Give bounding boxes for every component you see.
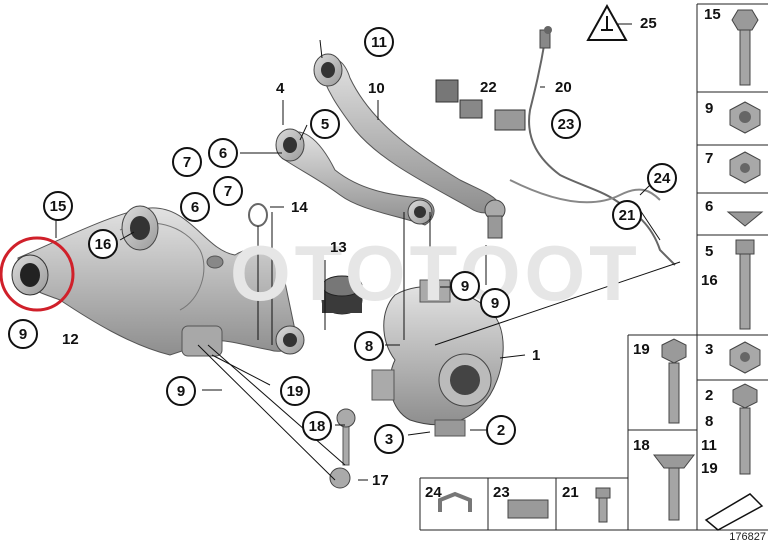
leader-lines <box>55 23 681 481</box>
callout-7b[interactable]: 7 <box>213 176 243 206</box>
callout-7a[interactable]: 7 <box>172 147 202 177</box>
label-25: 25 <box>640 15 657 32</box>
callout-3[interactable]: 3 <box>374 424 404 454</box>
callout-6a[interactable]: 6 <box>208 138 238 168</box>
snap-ring <box>248 203 268 227</box>
panel-label-19-top: 19 <box>633 341 650 358</box>
highlight-ring <box>0 236 75 312</box>
watermark: OTOTOOT <box>230 229 641 317</box>
label-14: 14 <box>291 199 308 216</box>
panel-label-6: 6 <box>705 198 714 215</box>
bottom-panel-glyphs <box>438 487 611 523</box>
callout-15[interactable]: 15 <box>43 191 73 221</box>
hardware-glyphs <box>652 9 764 531</box>
bottom-label-24: 24 <box>425 484 442 501</box>
label-12: 12 <box>62 331 79 348</box>
callout-9-link[interactable]: 9 <box>480 288 510 318</box>
camber-link <box>313 53 506 239</box>
panel-label-5: 5 <box>705 243 714 260</box>
callout-21[interactable]: 21 <box>612 200 642 230</box>
label-4: 4 <box>276 80 285 97</box>
bottom-label-23: 23 <box>493 484 510 501</box>
lower-control-arm <box>17 205 305 357</box>
panel-label-7: 7 <box>705 150 714 167</box>
wheel-carrier <box>371 279 504 437</box>
panel-label-9: 9 <box>705 100 714 117</box>
warning-triangle-icon <box>586 3 628 41</box>
callout-9-carrier[interactable]: 9 <box>450 271 480 301</box>
bottom-label-21: 21 <box>562 484 579 501</box>
callout-18[interactable]: 18 <box>302 411 332 441</box>
reference-number: 176827 <box>729 531 766 543</box>
panel-label-16: 16 <box>701 272 718 289</box>
callout-19[interactable]: 19 <box>280 376 310 406</box>
label-20: 20 <box>555 79 572 96</box>
wheel-speed-sensor <box>509 26 676 266</box>
callout-5[interactable]: 5 <box>310 109 340 139</box>
panel-label-15: 15 <box>704 6 721 23</box>
panel-label-8: 8 <box>705 413 714 430</box>
panel-label-18: 18 <box>633 437 650 454</box>
callout-9-bottom[interactable]: 9 <box>166 376 196 406</box>
label-13: 13 <box>330 239 347 256</box>
panel-label-11: 11 <box>701 437 717 454</box>
callout-6b[interactable]: 6 <box>180 192 210 222</box>
callout-8[interactable]: 8 <box>354 331 384 361</box>
label-1: 1 <box>532 347 541 364</box>
callout-11[interactable]: 11 <box>364 27 394 57</box>
toe-link <box>329 408 356 489</box>
panel-label-19-bottom: 19 <box>701 460 718 477</box>
cable-clips <box>435 79 526 131</box>
panel-label-3: 3 <box>705 341 714 358</box>
callout-24[interactable]: 24 <box>647 163 677 193</box>
label-22: 22 <box>480 79 497 96</box>
label-10: 10 <box>368 80 385 97</box>
upper-arm <box>275 128 435 226</box>
label-17: 17 <box>372 472 389 489</box>
rubber-bushing <box>321 275 363 315</box>
callout-16[interactable]: 16 <box>88 229 118 259</box>
callout-2[interactable]: 2 <box>486 415 516 445</box>
side-panel <box>419 3 768 531</box>
callout-23[interactable]: 23 <box>551 109 581 139</box>
panel-label-2: 2 <box>705 387 714 404</box>
callout-9-highlight[interactable]: 9 <box>8 319 38 349</box>
highlighted-bushing[interactable] <box>0 236 75 312</box>
